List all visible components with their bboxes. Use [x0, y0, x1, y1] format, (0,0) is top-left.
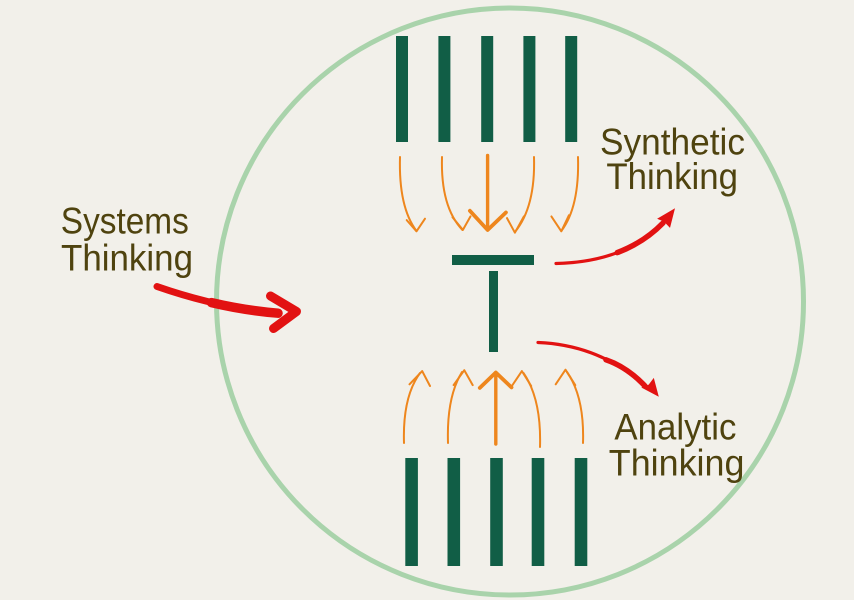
svg-text:Thinking: Thinking — [609, 442, 745, 483]
svg-text:Synthetic: Synthetic — [600, 122, 745, 163]
svg-text:Thinking: Thinking — [61, 237, 193, 278]
svg-text:Analytic: Analytic — [614, 406, 736, 447]
svg-text:Thinking: Thinking — [606, 156, 738, 197]
svg-text:Systems: Systems — [61, 200, 189, 241]
